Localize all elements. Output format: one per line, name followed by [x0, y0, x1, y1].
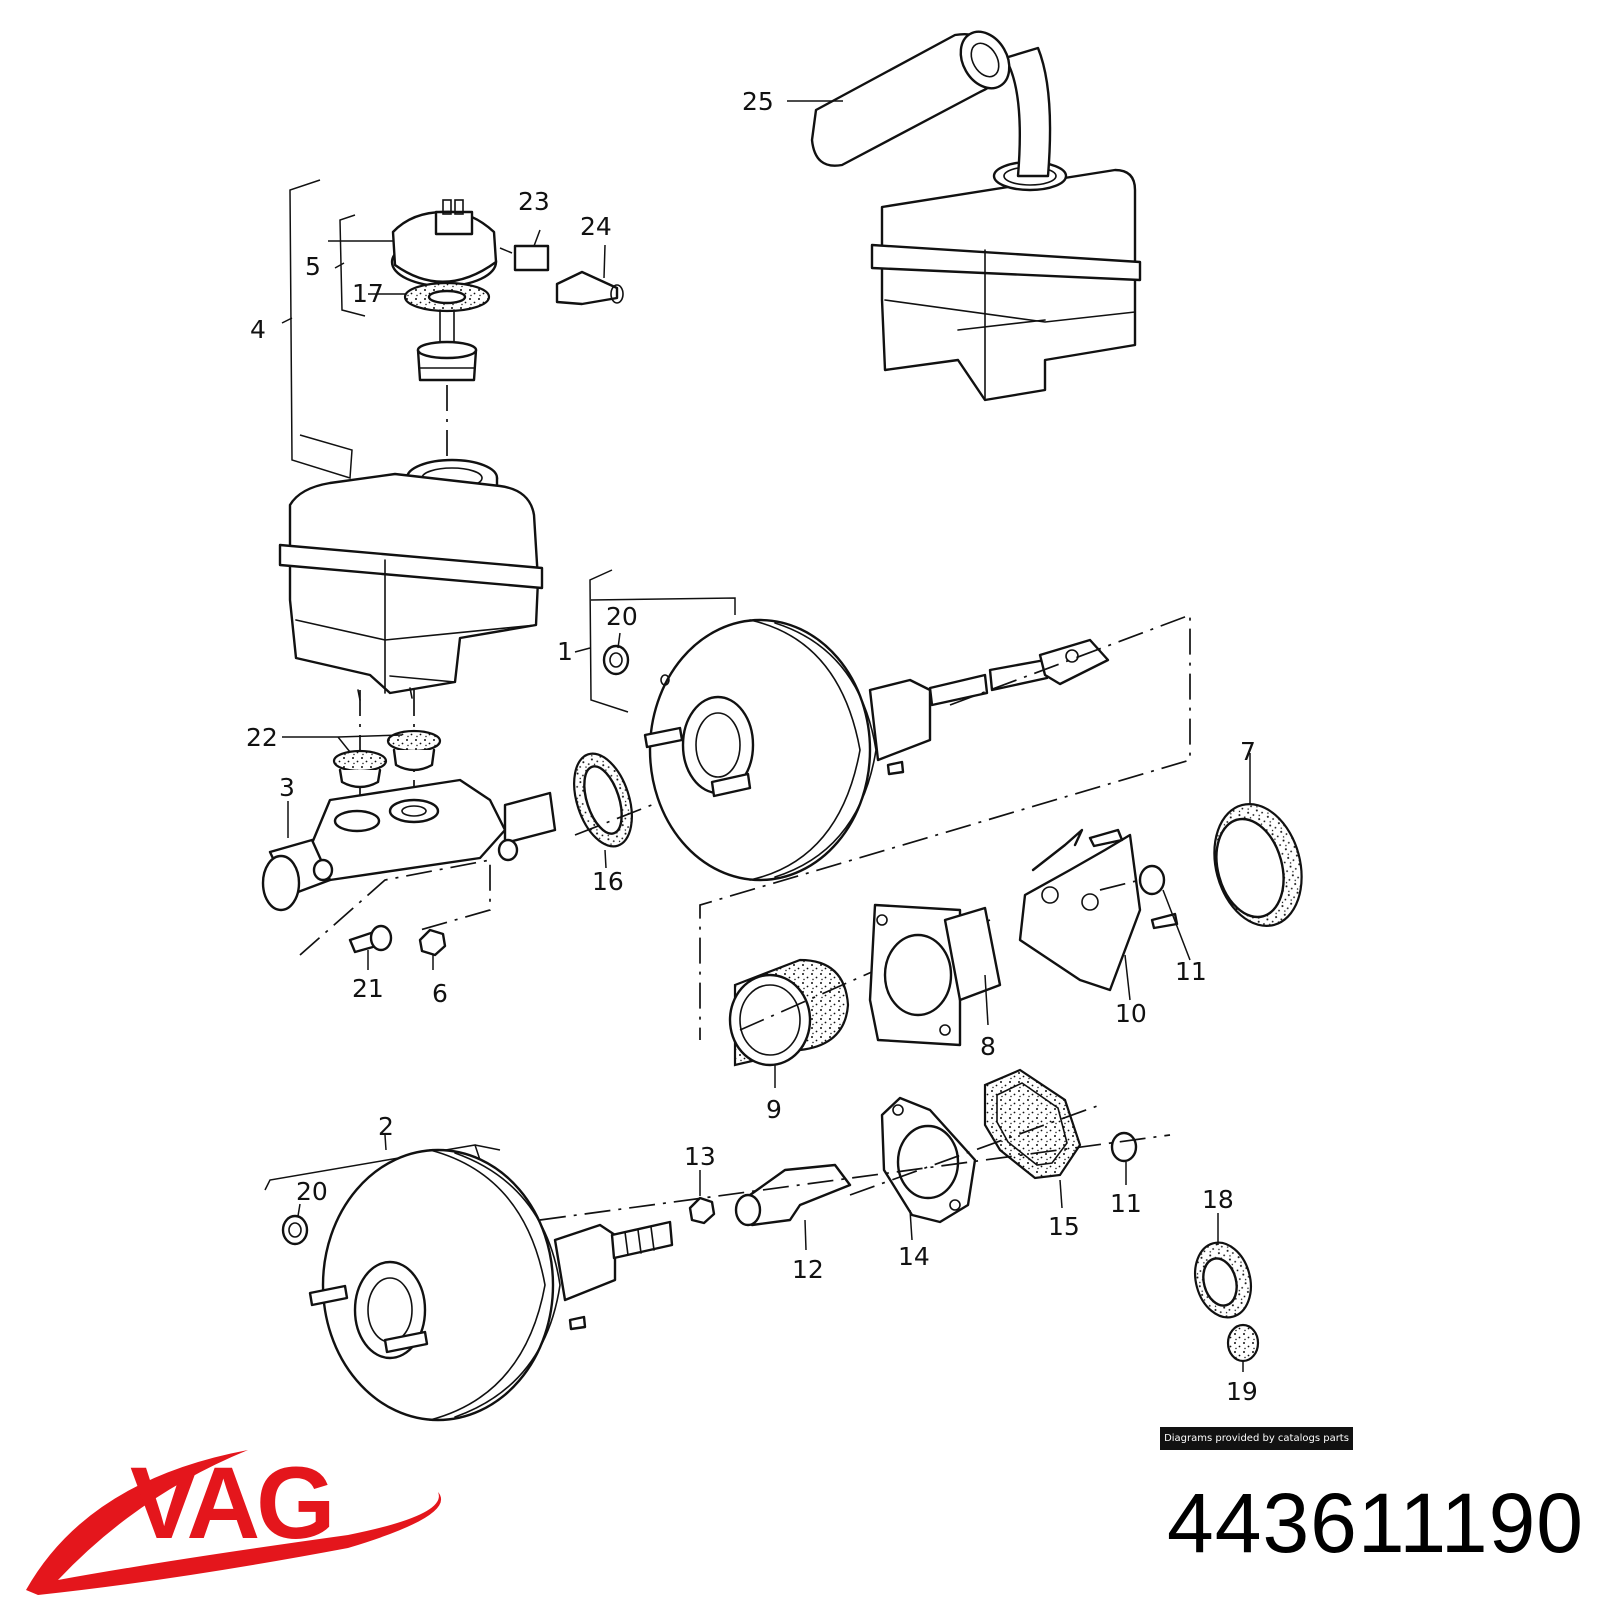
callout-10: 10	[1115, 999, 1147, 1028]
callout-labels: 25 23 24 5 17 4 20 1 22 3 16 7 11 10 8 9…	[246, 87, 1258, 1406]
callout-20-bottom: 20	[296, 1177, 328, 1206]
part-2-brake-booster	[264, 1068, 1260, 1422]
part-1-brake-booster	[574, 569, 1191, 1040]
part-25-reservoir-with-bottle	[787, 30, 1142, 402]
callout-2: 2	[378, 1112, 394, 1141]
callout-25: 25	[742, 87, 774, 116]
callout-5: 5	[305, 252, 321, 281]
diagram-credit-label: Diagrams provided by catalogs parts	[1160, 1427, 1353, 1450]
middle-right-parts	[728, 753, 1303, 1088]
callout-19: 19	[1226, 1377, 1258, 1406]
callout-16: 16	[592, 867, 624, 896]
callout-4: 4	[250, 315, 266, 344]
callout-23: 23	[518, 187, 550, 216]
callout-21: 21	[352, 974, 384, 1003]
master-cylinder-group	[261, 690, 557, 970]
callout-1: 1	[557, 637, 573, 666]
callout-7: 7	[1240, 737, 1256, 766]
logo-text: VAG	[130, 1446, 331, 1560]
callout-18: 18	[1202, 1185, 1234, 1214]
vag-logo: VAG	[26, 1446, 442, 1595]
callout-13: 13	[684, 1142, 716, 1171]
main-reservoir	[278, 458, 544, 701]
callout-8: 8	[980, 1032, 996, 1061]
part-number: 443611190	[1167, 1476, 1584, 1570]
part-4-cap-assembly	[281, 179, 624, 479]
callout-22: 22	[246, 723, 278, 752]
callout-12: 12	[792, 1255, 824, 1284]
part-16-seal	[573, 752, 691, 869]
callout-11-mid: 11	[1175, 957, 1207, 986]
callout-3: 3	[279, 773, 295, 802]
callout-14: 14	[898, 1242, 930, 1271]
callout-6: 6	[432, 979, 448, 1008]
callout-24: 24	[580, 212, 612, 241]
callout-15: 15	[1048, 1212, 1080, 1241]
callout-9: 9	[766, 1095, 782, 1124]
callout-17: 17	[352, 279, 384, 308]
callout-20-top: 20	[606, 602, 638, 631]
logo-swoosh	[26, 1450, 442, 1595]
callout-11-bottom: 11	[1110, 1189, 1142, 1218]
